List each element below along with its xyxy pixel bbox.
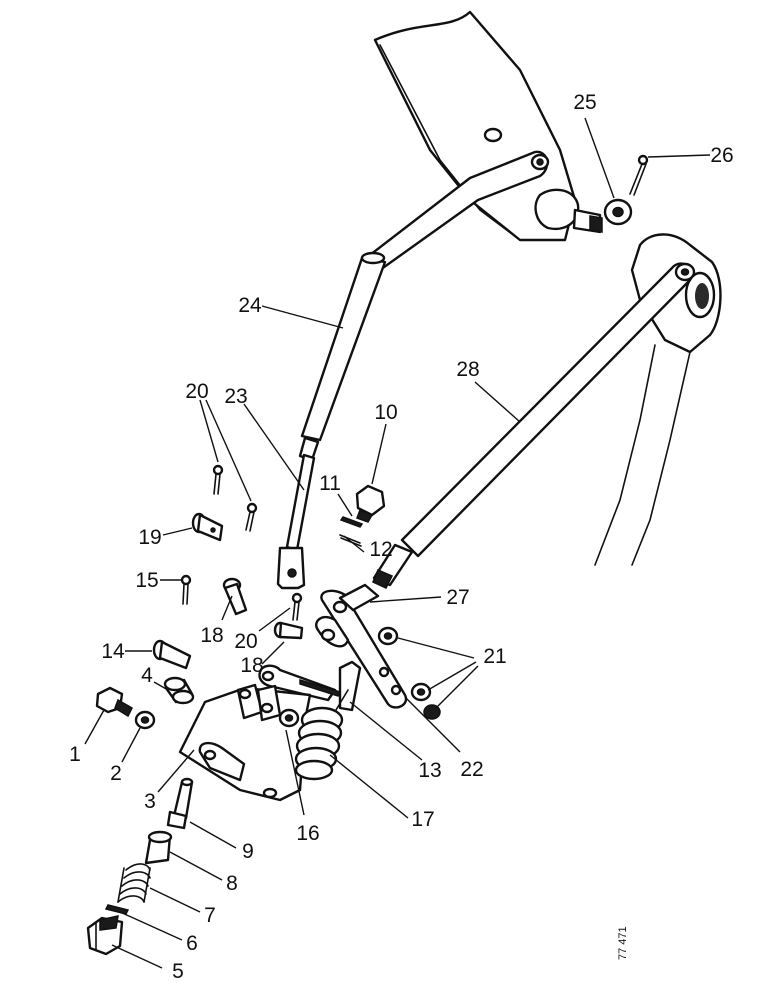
callout-18-upper: 18 (200, 624, 223, 647)
callout-2: 2 (110, 762, 122, 785)
callout-21: 21 (483, 645, 506, 668)
callout-20-lower: 20 (234, 630, 257, 653)
callout-5: 5 (172, 960, 184, 983)
callout-labels: 1 2 3 4 5 6 7 8 9 10 11 12 13 14 15 16 1… (69, 91, 734, 983)
figure-reference: 77 471 (617, 926, 629, 960)
callout-15: 15 (135, 569, 158, 592)
washer-16 (278, 708, 300, 728)
callout-8: 8 (226, 872, 238, 895)
split-pin-20-middle (245, 502, 258, 532)
sleeve-8 (144, 830, 173, 865)
callout-28: 28 (456, 358, 479, 381)
main-bracket-3 (178, 683, 312, 802)
split-pin-26 (629, 154, 649, 196)
callout-27: 27 (446, 586, 469, 609)
clevis-pin-14 (152, 639, 192, 670)
callout-12: 12 (369, 538, 392, 561)
spring-7 (117, 863, 151, 903)
callout-3: 3 (144, 790, 156, 813)
callout-23: 23 (224, 385, 247, 408)
callout-14: 14 (101, 640, 125, 663)
callout-24: 24 (238, 294, 262, 317)
washer-6 (104, 904, 130, 915)
clevis-pin-18-lower (273, 621, 304, 640)
bellcrank-27 (315, 583, 408, 709)
clevis-pin-19 (191, 512, 224, 542)
callout-7: 7 (204, 904, 216, 927)
callout-22: 22 (460, 758, 483, 781)
spring-washer-11 (339, 516, 364, 528)
cap-4 (163, 676, 195, 705)
split-pin-20-lower (291, 592, 303, 621)
torsion-spring-17 (294, 689, 349, 781)
long-rod-28 (372, 262, 696, 589)
leader-lines (84, 117, 711, 969)
plunger-9 (166, 777, 194, 830)
washer-2 (134, 710, 156, 730)
callout-10: 10 (374, 401, 397, 424)
lever-22 (338, 660, 362, 712)
callout-6: 6 (186, 932, 198, 955)
upper-link-24 (298, 150, 550, 462)
callout-17: 17 (411, 808, 434, 831)
callout-26: 26 (710, 144, 733, 167)
link-plate-13 (258, 664, 342, 702)
callout-9: 9 (242, 840, 254, 863)
frame-casting (373, 10, 603, 242)
callout-16: 16 (296, 822, 319, 845)
nut-10 (355, 484, 386, 523)
rod-23 (276, 453, 316, 590)
washer-25 (603, 198, 633, 226)
callout-11: 11 (319, 472, 341, 495)
callout-1: 1 (69, 743, 81, 766)
callout-18-lower: 18 (240, 654, 263, 677)
bolt-1 (95, 686, 133, 718)
callout-4: 4 (141, 664, 153, 687)
split-pin-15 (180, 574, 192, 605)
callout-19: 19 (138, 526, 161, 549)
washers-21 (377, 626, 441, 720)
adjuster-nut-5 (86, 915, 124, 956)
split-pin-20-upper (212, 464, 224, 495)
callout-13: 13 (418, 759, 441, 782)
callout-25: 25 (573, 91, 596, 114)
clevis-pin-18-upper (222, 577, 248, 616)
callout-20-upper: 20 (185, 380, 208, 403)
